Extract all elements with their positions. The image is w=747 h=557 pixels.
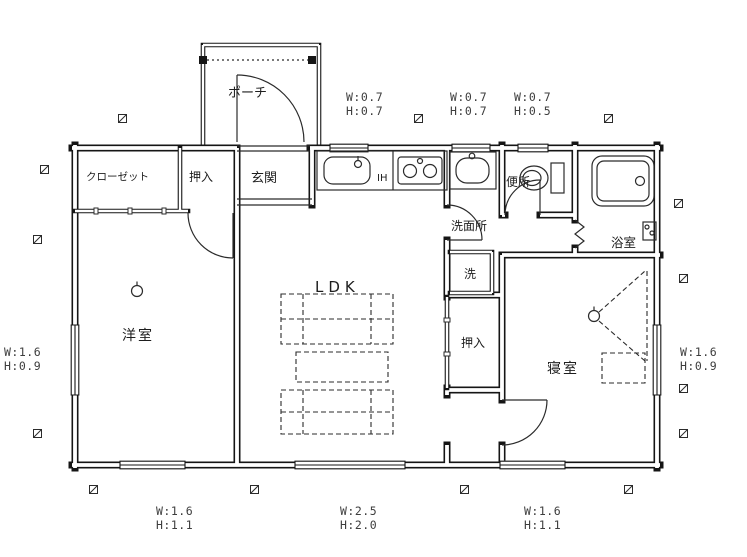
dim-top-toilet: W:0.7 H:0.5 [514,90,551,118]
dim-width: W:1.6 [680,345,717,359]
oshiire-bedroom-label: 押入 [461,336,485,350]
ih-label: IH [377,173,387,184]
ldk-sofa-top [280,293,394,345]
kitchen-counter [316,150,448,191]
dim-height: H:0.7 [346,104,383,118]
dim-width: W:0.7 [346,90,383,104]
ceiling-light-icon [587,306,601,323]
dim-width: W:1.6 [156,504,193,518]
ldk-label: LDK [315,278,360,296]
dim-width: W:1.6 [524,504,561,518]
window-top-washroom [451,143,491,153]
dim-height: H:1.1 [156,518,193,532]
bedroom-door [501,399,548,446]
vent-symbol [415,115,423,123]
laundry-label: 洗 [464,267,476,281]
dim-height: H:0.5 [514,104,551,118]
dim-height: H:2.0 [340,518,377,532]
dim-bottom-center: W:2.5 H:2.0 [340,504,377,532]
vent-symbol [675,200,683,208]
toilet-label: 便所 [506,175,530,189]
entrance-label: 玄関 [251,171,277,186]
vent-symbol [461,486,469,494]
sliding-door-tick [127,207,133,215]
porch-outline [199,42,322,148]
vent-symbol [625,486,633,494]
ldk-sofa-bottom [280,389,394,435]
dim-left: W:1.6 H:0.9 [4,345,41,373]
vent-symbol [680,275,688,283]
toilet-door [504,179,541,216]
vent-symbol [90,486,98,494]
dim-bottom-right: W:1.6 H:1.1 [524,504,561,532]
ceiling-light-icon [130,281,144,298]
toilet-symbol [519,162,565,194]
vent-symbol [251,486,259,494]
oshiire-hall-label: 押入 [189,170,213,184]
window-bottom-western-room [119,460,186,470]
dim-height: H:0.9 [4,359,41,373]
sliding-door-tick [443,317,451,323]
shower-fixture-symbol [642,221,657,241]
window-bottom-bedroom [499,460,566,470]
vent-symbol [605,115,613,123]
vent-symbol [34,236,42,244]
porch-post-left [199,56,207,64]
western-room-label: 洋室 [122,327,154,344]
window-top-toilet [517,143,549,153]
washroom-door [446,204,483,241]
entrance-door [236,74,310,152]
window-bottom-ldk [294,460,406,470]
dim-height: H:0.7 [450,104,487,118]
washbasin-symbol [449,151,497,190]
vent-symbol [680,430,688,438]
western-room-door [187,212,234,259]
walls-outer-black [68,141,664,472]
kitchen-sink-symbol [323,156,371,185]
dim-height: H:0.9 [680,359,717,373]
dim-bottom-left: W:1.6 H:1.1 [156,504,193,532]
dim-width: W:1.6 [4,345,41,359]
sliding-door-tick [443,351,451,357]
walls [68,141,664,472]
sliding-door-tick [93,207,99,215]
sliding-door-tick [161,207,167,215]
porch-post-right [308,56,316,64]
dim-top-washroom: W:0.7 H:0.7 [450,90,487,118]
dim-top-kitchen: W:0.7 H:0.7 [346,90,383,118]
vent-symbol [119,115,127,123]
bedroom-dashed-fixture [598,270,648,384]
bathtub-symbol [591,155,655,207]
closet-label: クローゼット [86,171,149,183]
entrance-step-lines [237,198,312,206]
dim-right: W:1.6 H:0.9 [680,345,717,373]
bathroom-folding-door [574,219,585,249]
bedroom-label: 寝室 [547,360,579,377]
window-right-bedroom [652,324,662,396]
bathroom-label: 浴室 [611,235,636,250]
dim-width: W:0.7 [514,90,551,104]
ih-stove-symbol [397,156,443,185]
ldk-table [295,351,389,383]
washroom-label: 洗面所 [451,219,487,233]
dim-height: H:1.1 [524,518,561,532]
dim-width: W:0.7 [450,90,487,104]
window-left-western-room [70,324,80,396]
vent-symbol [34,430,42,438]
dim-width: W:2.5 [340,504,377,518]
vent-symbol [41,166,49,174]
window-top-kitchen [329,143,369,153]
vent-symbol [680,385,688,393]
porch-label: ポーチ [228,86,267,101]
